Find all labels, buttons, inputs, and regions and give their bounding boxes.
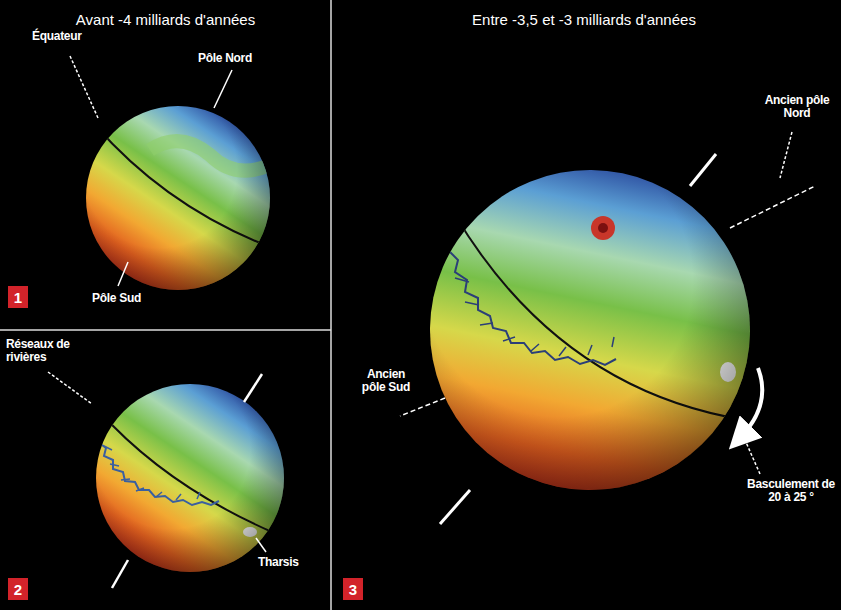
- annotation-label: Pôle Nord: [198, 52, 288, 65]
- mars-globe: [382, 122, 799, 539]
- mars-globe: [86, 106, 270, 290]
- callout-text: 2: [14, 581, 22, 598]
- annotation-label: Ancien pôle Sud: [356, 368, 416, 394]
- annotation-label: Pôle Sud: [92, 292, 182, 305]
- annotation-label: Ancien pôle Nord: [762, 94, 832, 120]
- panel-title: Avant -4 milliards d'années: [0, 12, 331, 29]
- annotation-label: Réseaux de rivières: [6, 338, 78, 364]
- callout-number: 2: [8, 578, 28, 600]
- leader-lines: [48, 56, 815, 588]
- callout-number: 3: [343, 578, 363, 600]
- annotation-label: Équateur: [32, 30, 122, 43]
- callout-number: 1: [8, 286, 28, 308]
- panel-frames: [0, 0, 331, 610]
- callout-text: 3: [349, 581, 357, 598]
- mars-globe: [96, 384, 284, 572]
- annotation-label: Basculement de 20 à 25 °: [745, 478, 837, 504]
- panel-title: Entre -3,5 et -3 milliards d'années: [330, 12, 838, 29]
- callout-text: 1: [14, 289, 22, 306]
- annotation-label: Tharsis: [258, 556, 328, 569]
